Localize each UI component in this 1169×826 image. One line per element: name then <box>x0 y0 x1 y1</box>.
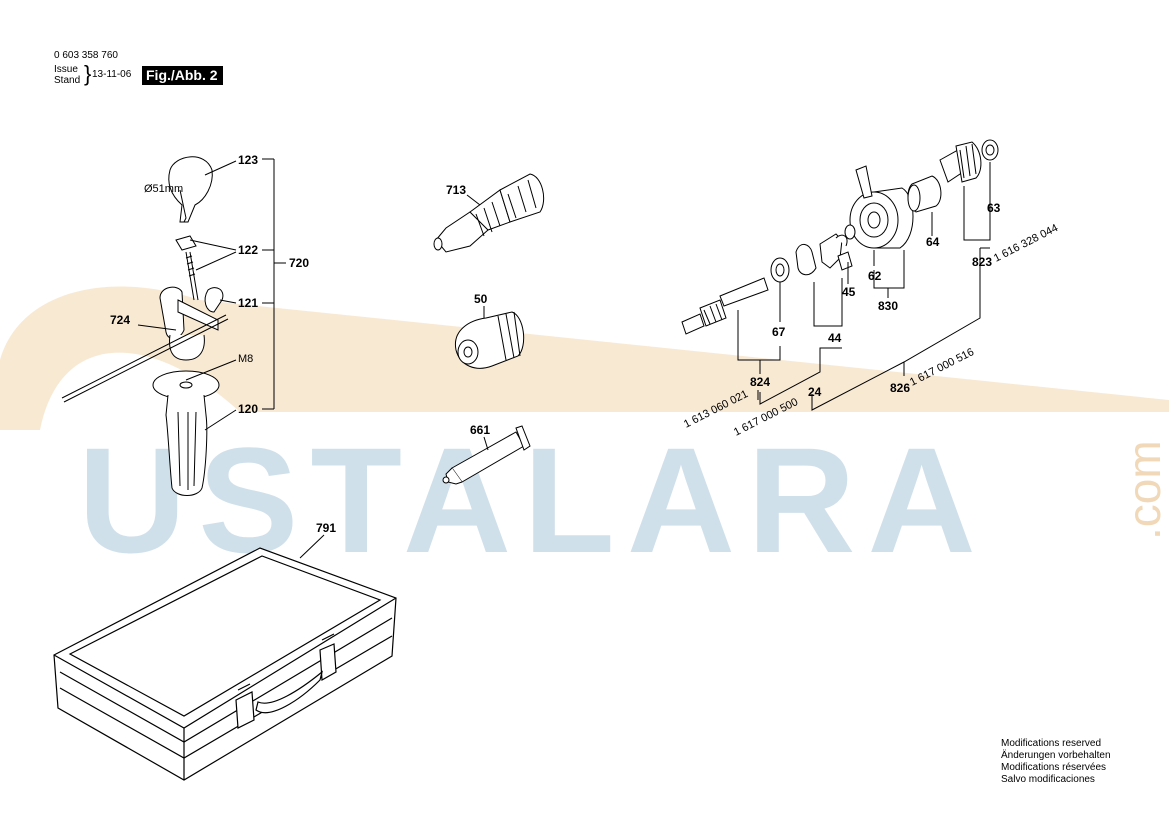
label-824: 824 <box>750 375 770 389</box>
document-number: 0 603 358 760 <box>54 50 118 61</box>
bolt-thread <box>185 255 196 277</box>
note-es: Salvo modificaciones <box>1001 774 1095 785</box>
watermark-swoosh <box>0 286 1169 430</box>
label-63: 63 <box>987 201 1001 215</box>
label-50: 50 <box>474 292 488 306</box>
watermark-suffix: .com <box>1118 440 1169 540</box>
label-791: 791 <box>316 521 336 535</box>
label-m8: M8 <box>238 353 253 365</box>
chuck-713 <box>433 173 545 253</box>
label-713: 713 <box>446 183 466 197</box>
chuck-50 <box>454 311 525 369</box>
leader-661 <box>483 436 489 451</box>
side-handle-assembly <box>61 156 229 496</box>
cap-inner-line <box>179 189 187 223</box>
partnum-823: 1 616 328 044 <box>992 222 1060 265</box>
leader-791 <box>299 534 325 559</box>
label-44: 44 <box>828 331 842 345</box>
depth-stop-cap <box>168 156 213 223</box>
note-de: Änderungen vorbehalten <box>1001 750 1111 761</box>
handle-grip <box>165 394 208 496</box>
label-724: 724 <box>110 313 130 327</box>
leader-713 <box>466 194 481 206</box>
bolt <box>185 251 199 301</box>
issue-stand-block: Issue Stand <box>54 64 80 86</box>
label-123: 123 <box>238 153 258 167</box>
brace-glyph: } <box>84 61 92 86</box>
label-720: 720 <box>289 256 309 270</box>
handle-washer-hole <box>179 381 193 389</box>
handle-grip-ribs <box>177 411 197 490</box>
carrying-case <box>53 547 397 781</box>
gearbox-parts <box>681 139 999 335</box>
label-67: 67 <box>772 325 786 339</box>
clamp-knob <box>204 287 224 313</box>
label-64: 64 <box>926 235 940 249</box>
modification-notes: Modifications reserved Änderungen vorbeh… <box>1001 738 1111 786</box>
label-830: 830 <box>878 299 898 313</box>
label-661: 661 <box>470 423 490 437</box>
leader-lines-right <box>737 162 991 411</box>
label-122: 122 <box>238 243 258 257</box>
clamp-base <box>169 334 205 361</box>
grease-tube <box>442 425 531 485</box>
issue-label: Issue <box>54 64 78 75</box>
label-826: 826 <box>890 381 910 395</box>
label-121: 121 <box>238 296 258 310</box>
label-62: 62 <box>868 269 882 283</box>
handle-washer <box>152 370 220 400</box>
depth-rod <box>61 314 229 403</box>
note-fr: Modifications réservées <box>1001 762 1107 773</box>
note-en: Modifications reserved <box>1001 738 1102 749</box>
label-24: 24 <box>808 385 822 399</box>
watermark-text: USTALARA <box>78 416 988 584</box>
stand-label: Stand <box>54 75 81 86</box>
label-45: 45 <box>842 285 856 299</box>
wing-nut <box>175 235 197 251</box>
label-120: 120 <box>238 402 258 416</box>
label-diameter: Ø51mm <box>144 183 183 195</box>
leader-lines-left <box>137 158 286 431</box>
clamp-arm <box>177 299 219 331</box>
label-823: 823 <box>972 255 992 269</box>
figure-label: Fig./Abb. 2 <box>142 66 223 85</box>
issue-date: 13-11-06 <box>92 69 132 80</box>
